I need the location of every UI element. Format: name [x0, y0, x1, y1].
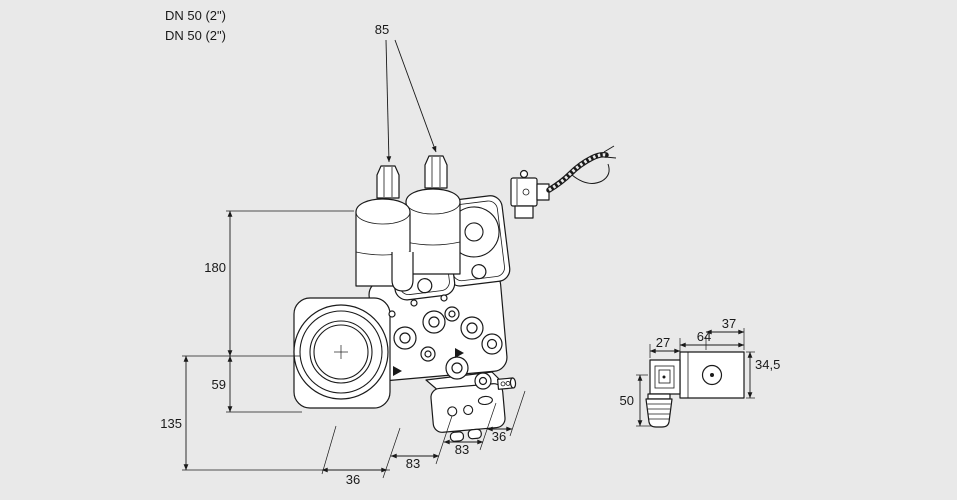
dim-135: 135	[160, 416, 182, 431]
dim-37: 37	[722, 316, 736, 331]
flow-arrow-icon	[393, 366, 402, 376]
inlet-flange	[293, 297, 391, 409]
right-hex-cap	[424, 155, 448, 189]
body-ports	[388, 294, 503, 390]
dim-180: 180	[204, 260, 226, 275]
dim-83-right: 83	[455, 442, 469, 457]
side-view: 37 64 27 34,5 50	[620, 316, 780, 428]
flow-arrow-icon	[455, 348, 464, 358]
dn-label-2: DN 50 (2")	[165, 28, 226, 43]
dim-83-left: 83	[406, 456, 420, 471]
dim-36-right: 36	[492, 429, 506, 444]
dim-34-5: 34,5	[755, 357, 780, 372]
side-view-connector	[649, 359, 681, 395]
side-view-body	[679, 351, 745, 399]
dim-27: 27	[656, 335, 670, 350]
main-view-dimensions: DN 50 (2") DN 50 (2") 85 180 59 135 36 8…	[160, 8, 526, 487]
dn-label-1: DN 50 (2")	[165, 8, 226, 23]
dim-50: 50	[620, 393, 634, 408]
pipe-bore	[309, 320, 373, 384]
din-plug	[510, 177, 538, 207]
side-view-dimensions: 37 64 27 34,5 50	[620, 316, 780, 427]
cable-plug-assembly	[510, 145, 617, 219]
yoke-clamp	[391, 252, 414, 292]
dim-36-left: 36	[346, 472, 360, 487]
left-hex-cap	[376, 165, 400, 199]
dim-64: 64	[697, 329, 711, 344]
cable-gland-nut	[645, 393, 673, 428]
dim-85: 85	[375, 22, 389, 37]
dim-59: 59	[212, 377, 226, 392]
main-valve-view	[293, 145, 617, 442]
